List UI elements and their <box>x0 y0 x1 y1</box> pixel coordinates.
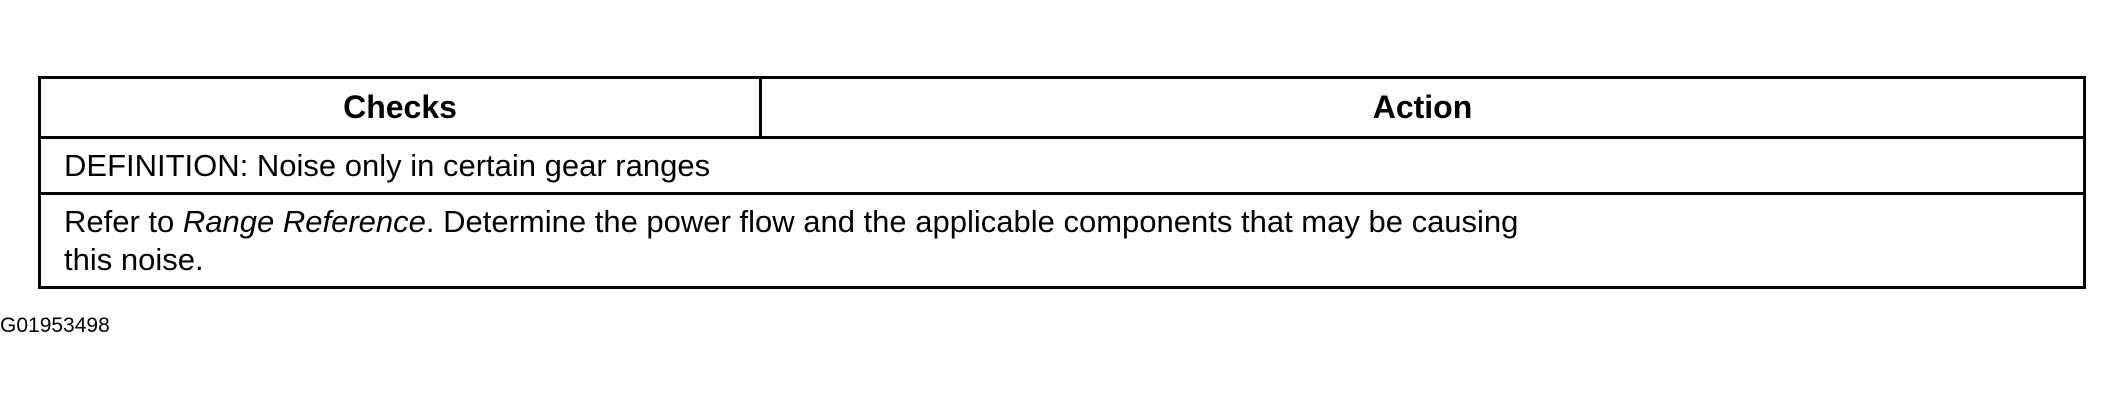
step-text-line-1: Refer to Range Reference. Determine the … <box>64 203 2083 241</box>
step-text-line-2: this noise. <box>64 242 204 277</box>
diagnostic-table: Checks Action DEFINITION: Noise only in … <box>38 76 2086 289</box>
definition-row: DEFINITION: Noise only in certain gear r… <box>41 139 2083 195</box>
figure-id: G01953498 <box>0 314 110 337</box>
action-column-header: Action <box>1372 89 1473 125</box>
step-line1-rest: . Determine the power flow and the appli… <box>425 204 1519 239</box>
range-reference-link-text: Range Reference <box>182 204 426 239</box>
step-row: Refer to Range Reference. Determine the … <box>41 195 2083 286</box>
definition-text: DEFINITION: Noise only in certain gear r… <box>64 147 711 183</box>
checks-column-header: Checks <box>41 79 762 136</box>
table-header-row: Checks Action <box>41 79 2083 139</box>
step-prefix: Refer to <box>64 204 183 239</box>
